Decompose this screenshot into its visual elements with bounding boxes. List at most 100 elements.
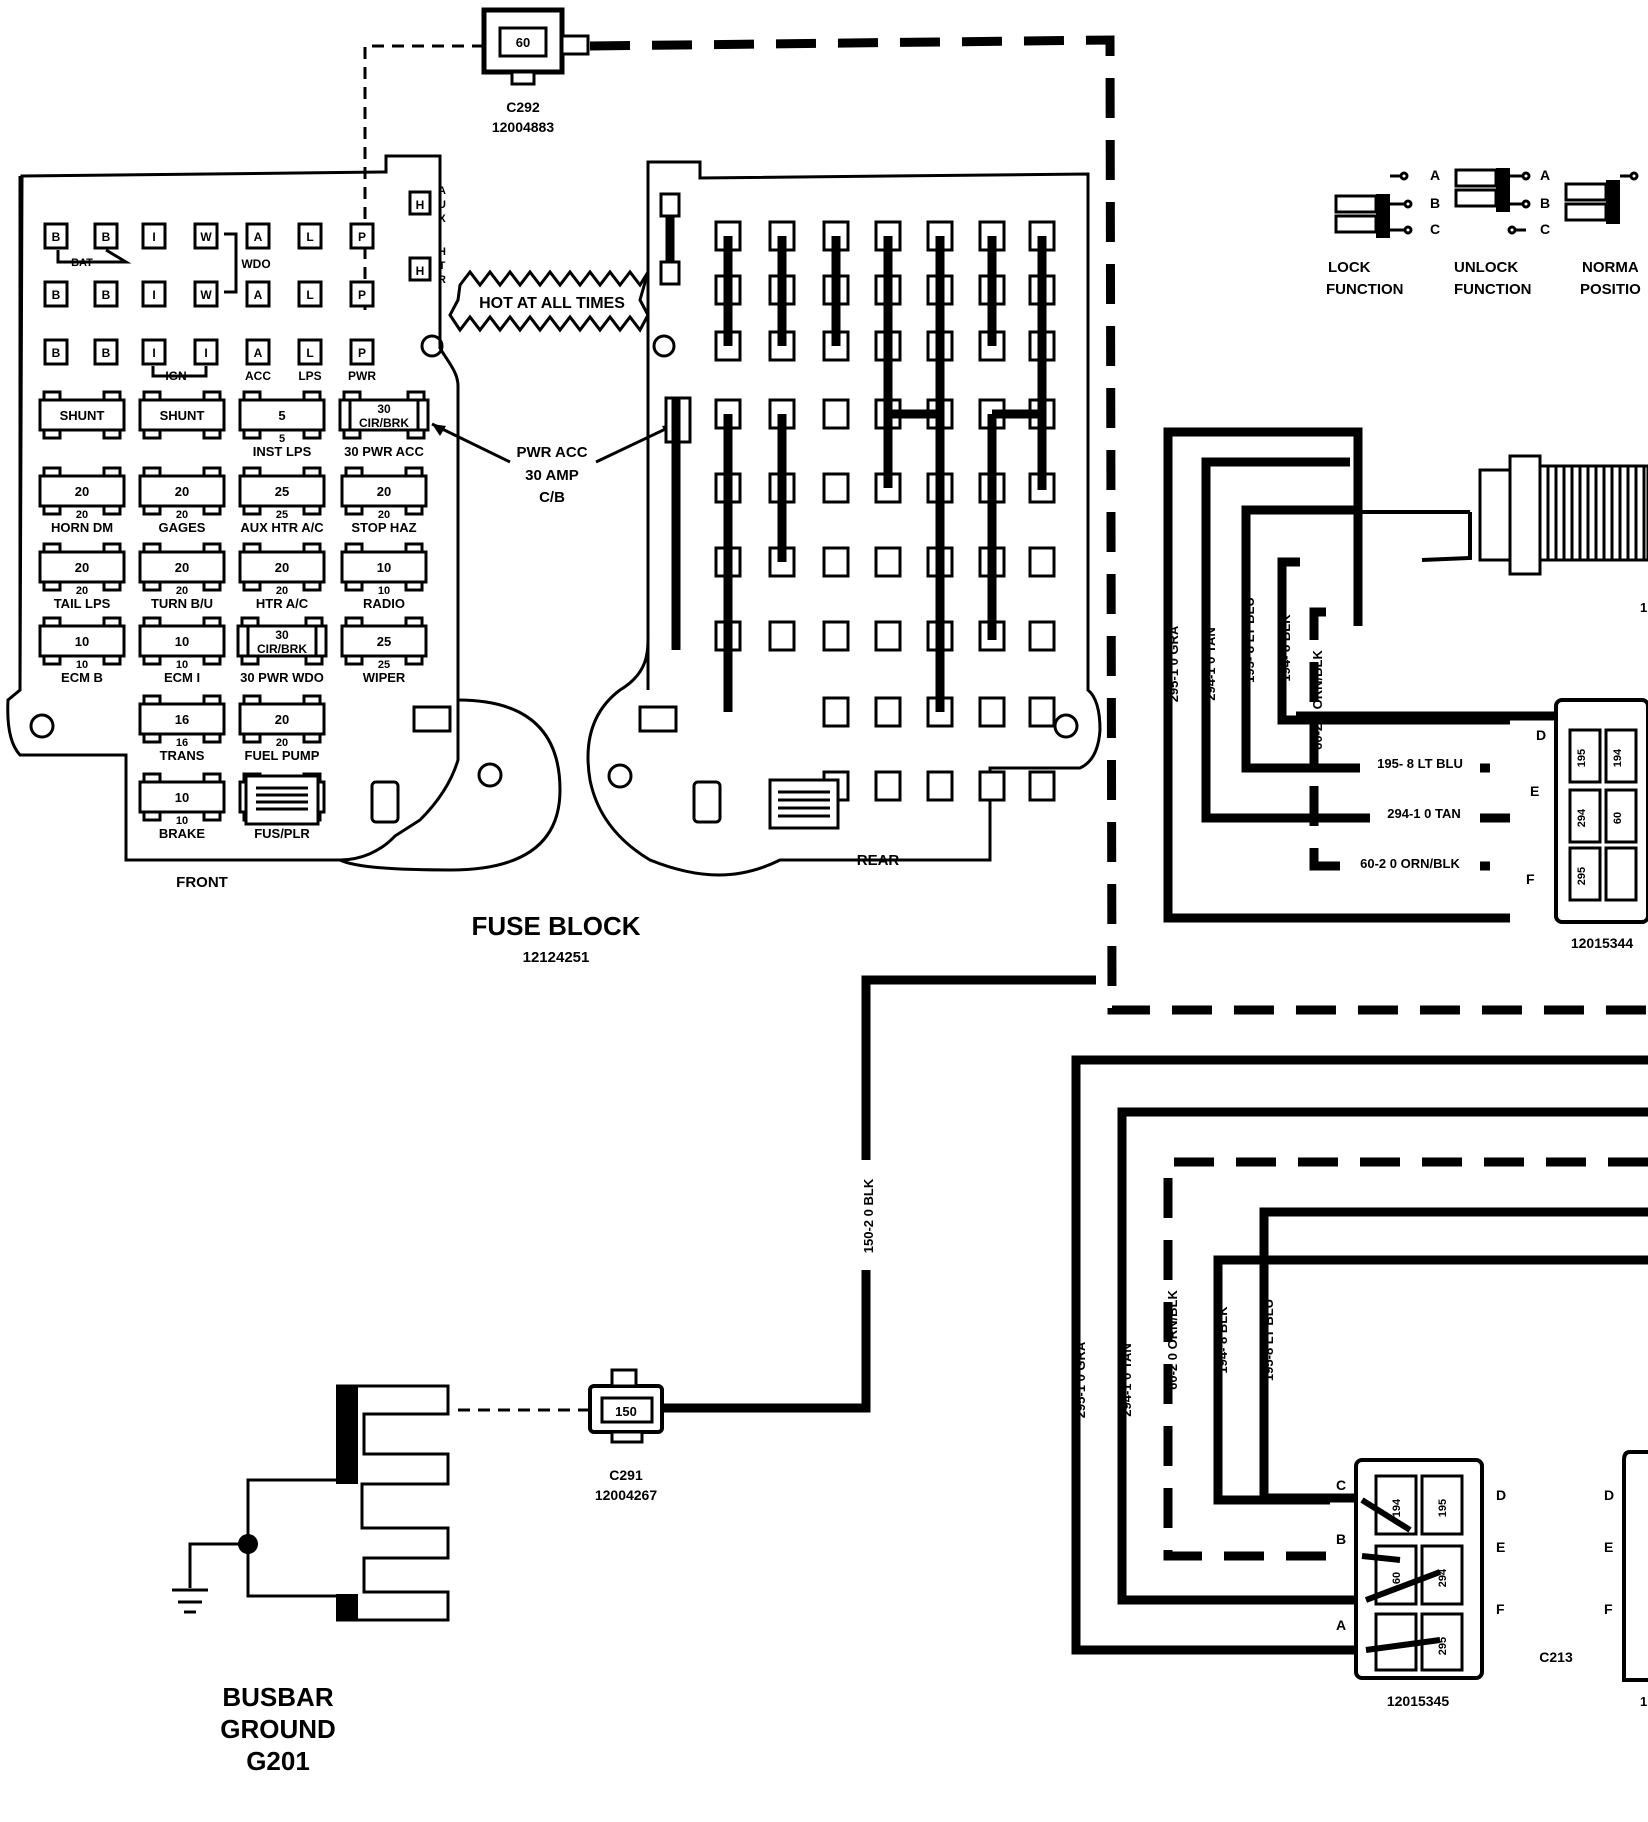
- svg-text:CIR/BRK: CIR/BRK: [359, 416, 409, 430]
- rear-bus-bars: [659, 192, 1056, 830]
- ground-wire-150: 150-2 0 BLK: [664, 975, 1096, 1413]
- svg-text:20: 20: [76, 585, 88, 597]
- svg-text:TURN B/U: TURN B/U: [151, 596, 213, 611]
- svg-text:D: D: [1536, 727, 1546, 743]
- terminal-label: B: [102, 346, 111, 360]
- svg-text:ACC: ACC: [245, 369, 271, 383]
- terminal-label: A: [254, 230, 263, 244]
- terminal: [93, 280, 119, 308]
- fuse-block-front: [6, 154, 562, 872]
- terminal-label: A: [254, 346, 263, 360]
- svg-text:HORN DM: HORN DM: [51, 520, 113, 535]
- svg-text:20: 20: [176, 585, 188, 597]
- terminal-group-labels: BAT WDO IGN ACC LPS PWR: [56, 232, 376, 383]
- svg-text:10: 10: [76, 659, 88, 671]
- terminal: [245, 280, 271, 308]
- terminal-label: P: [358, 288, 366, 302]
- svg-text:295-1 0 GRA: 295-1 0 GRA: [1073, 1341, 1088, 1418]
- terminal: [43, 222, 69, 250]
- svg-text:20: 20: [378, 509, 390, 521]
- svg-text:SHUNT: SHUNT: [60, 408, 105, 423]
- svg-text:B: B: [1336, 1531, 1346, 1547]
- svg-text:12015345: 12015345: [1387, 1693, 1450, 1709]
- terminal: [245, 222, 271, 250]
- svg-text:20: 20: [75, 560, 89, 575]
- svg-text:30: 30: [377, 402, 391, 416]
- svg-text:F: F: [1604, 1601, 1613, 1617]
- svg-text:BAT: BAT: [71, 257, 93, 269]
- svg-text:150: 150: [615, 1404, 637, 1419]
- svg-text:20: 20: [276, 585, 288, 597]
- svg-text:E: E: [1604, 1539, 1613, 1555]
- terminal: [43, 338, 69, 366]
- unlock-switch-symbol: A B C UNLOCK FUNCTION: [1454, 167, 1550, 298]
- svg-text:TAIL LPS: TAIL LPS: [54, 596, 111, 611]
- fuse-block-title: FUSE BLOCK: [472, 911, 641, 941]
- svg-text:30 PWR WDO: 30 PWR WDO: [240, 670, 324, 685]
- terminal: [141, 280, 167, 308]
- svg-text:5: 5: [279, 433, 285, 445]
- lock-switch-symbol: A B C LOCK FUNCTION: [1326, 167, 1440, 298]
- svg-text:FUNCTION: FUNCTION: [1454, 281, 1532, 298]
- terminal: [193, 338, 219, 366]
- svg-text:STOP HAZ: STOP HAZ: [351, 520, 416, 535]
- terminal: [349, 280, 375, 308]
- terminal: [193, 280, 219, 308]
- svg-text:295: 295: [1576, 867, 1588, 885]
- terminal: [193, 222, 219, 250]
- svg-text:R: R: [438, 274, 446, 286]
- svg-text:F: F: [1526, 871, 1535, 887]
- svg-text:20: 20: [276, 737, 288, 749]
- svg-text:20: 20: [176, 509, 188, 521]
- terminal-label: A: [254, 288, 263, 302]
- svg-text:195: 195: [1437, 1499, 1449, 1517]
- svg-text:SHUNT: SHUNT: [160, 408, 205, 423]
- svg-text:B: B: [1430, 195, 1440, 211]
- svg-text:AUX HTR A/C: AUX HTR A/C: [240, 520, 324, 535]
- svg-text:1: 1: [1640, 1694, 1647, 1709]
- svg-text:10: 10: [175, 634, 189, 649]
- svg-text:C: C: [1430, 221, 1440, 237]
- terminal-label: L: [306, 230, 313, 244]
- svg-text:RADIO: RADIO: [363, 596, 405, 611]
- terminal: [349, 338, 375, 366]
- terminal: [93, 222, 119, 250]
- svg-text:195-8 LT BLU: 195-8 LT BLU: [1261, 1299, 1276, 1381]
- svg-text:294-1 0 TAN: 294-1 0 TAN: [1119, 1343, 1134, 1416]
- svg-text:C/B: C/B: [539, 489, 565, 506]
- svg-text:PWR: PWR: [348, 369, 376, 383]
- svg-text:12004267: 12004267: [595, 1487, 658, 1503]
- svg-text:GROUND: GROUND: [220, 1714, 336, 1744]
- svg-text:30 PWR ACC: 30 PWR ACC: [344, 444, 424, 459]
- svg-text:194- 8 BLK: 194- 8 BLK: [1278, 614, 1293, 682]
- svg-text:150-2 0 BLK: 150-2 0 BLK: [861, 1178, 876, 1253]
- svg-text:WDO: WDO: [241, 257, 270, 271]
- svg-text:195- 8 LT BLU: 195- 8 LT BLU: [1242, 597, 1257, 683]
- svg-text:20: 20: [175, 484, 189, 499]
- svg-text:294-1 0 TAN: 294-1 0 TAN: [1203, 627, 1218, 700]
- terminal: [349, 222, 375, 250]
- terminal-label: I: [152, 288, 155, 302]
- svg-text:INST LPS: INST LPS: [253, 444, 312, 459]
- fuse-block-rear: [586, 160, 1102, 877]
- connector-c291: 150 C291 12004267: [450, 1368, 664, 1503]
- svg-text:LPS: LPS: [298, 369, 321, 383]
- svg-text:H: H: [416, 264, 425, 278]
- svg-text:F: F: [1496, 1601, 1505, 1617]
- busbar-ground: BUSBAR GROUND G201: [172, 1384, 450, 1776]
- svg-text:NORMA: NORMA: [1582, 259, 1639, 276]
- svg-text:12015344: 12015344: [1571, 935, 1634, 951]
- terminal: [43, 280, 69, 308]
- svg-text:G201: G201: [246, 1746, 310, 1776]
- normal-switch-symbol: NORMA POSITIO: [1564, 171, 1641, 298]
- svg-text:20: 20: [377, 484, 391, 499]
- svg-text:25: 25: [377, 634, 391, 649]
- svg-text:20: 20: [75, 484, 89, 499]
- svg-text:20: 20: [175, 560, 189, 575]
